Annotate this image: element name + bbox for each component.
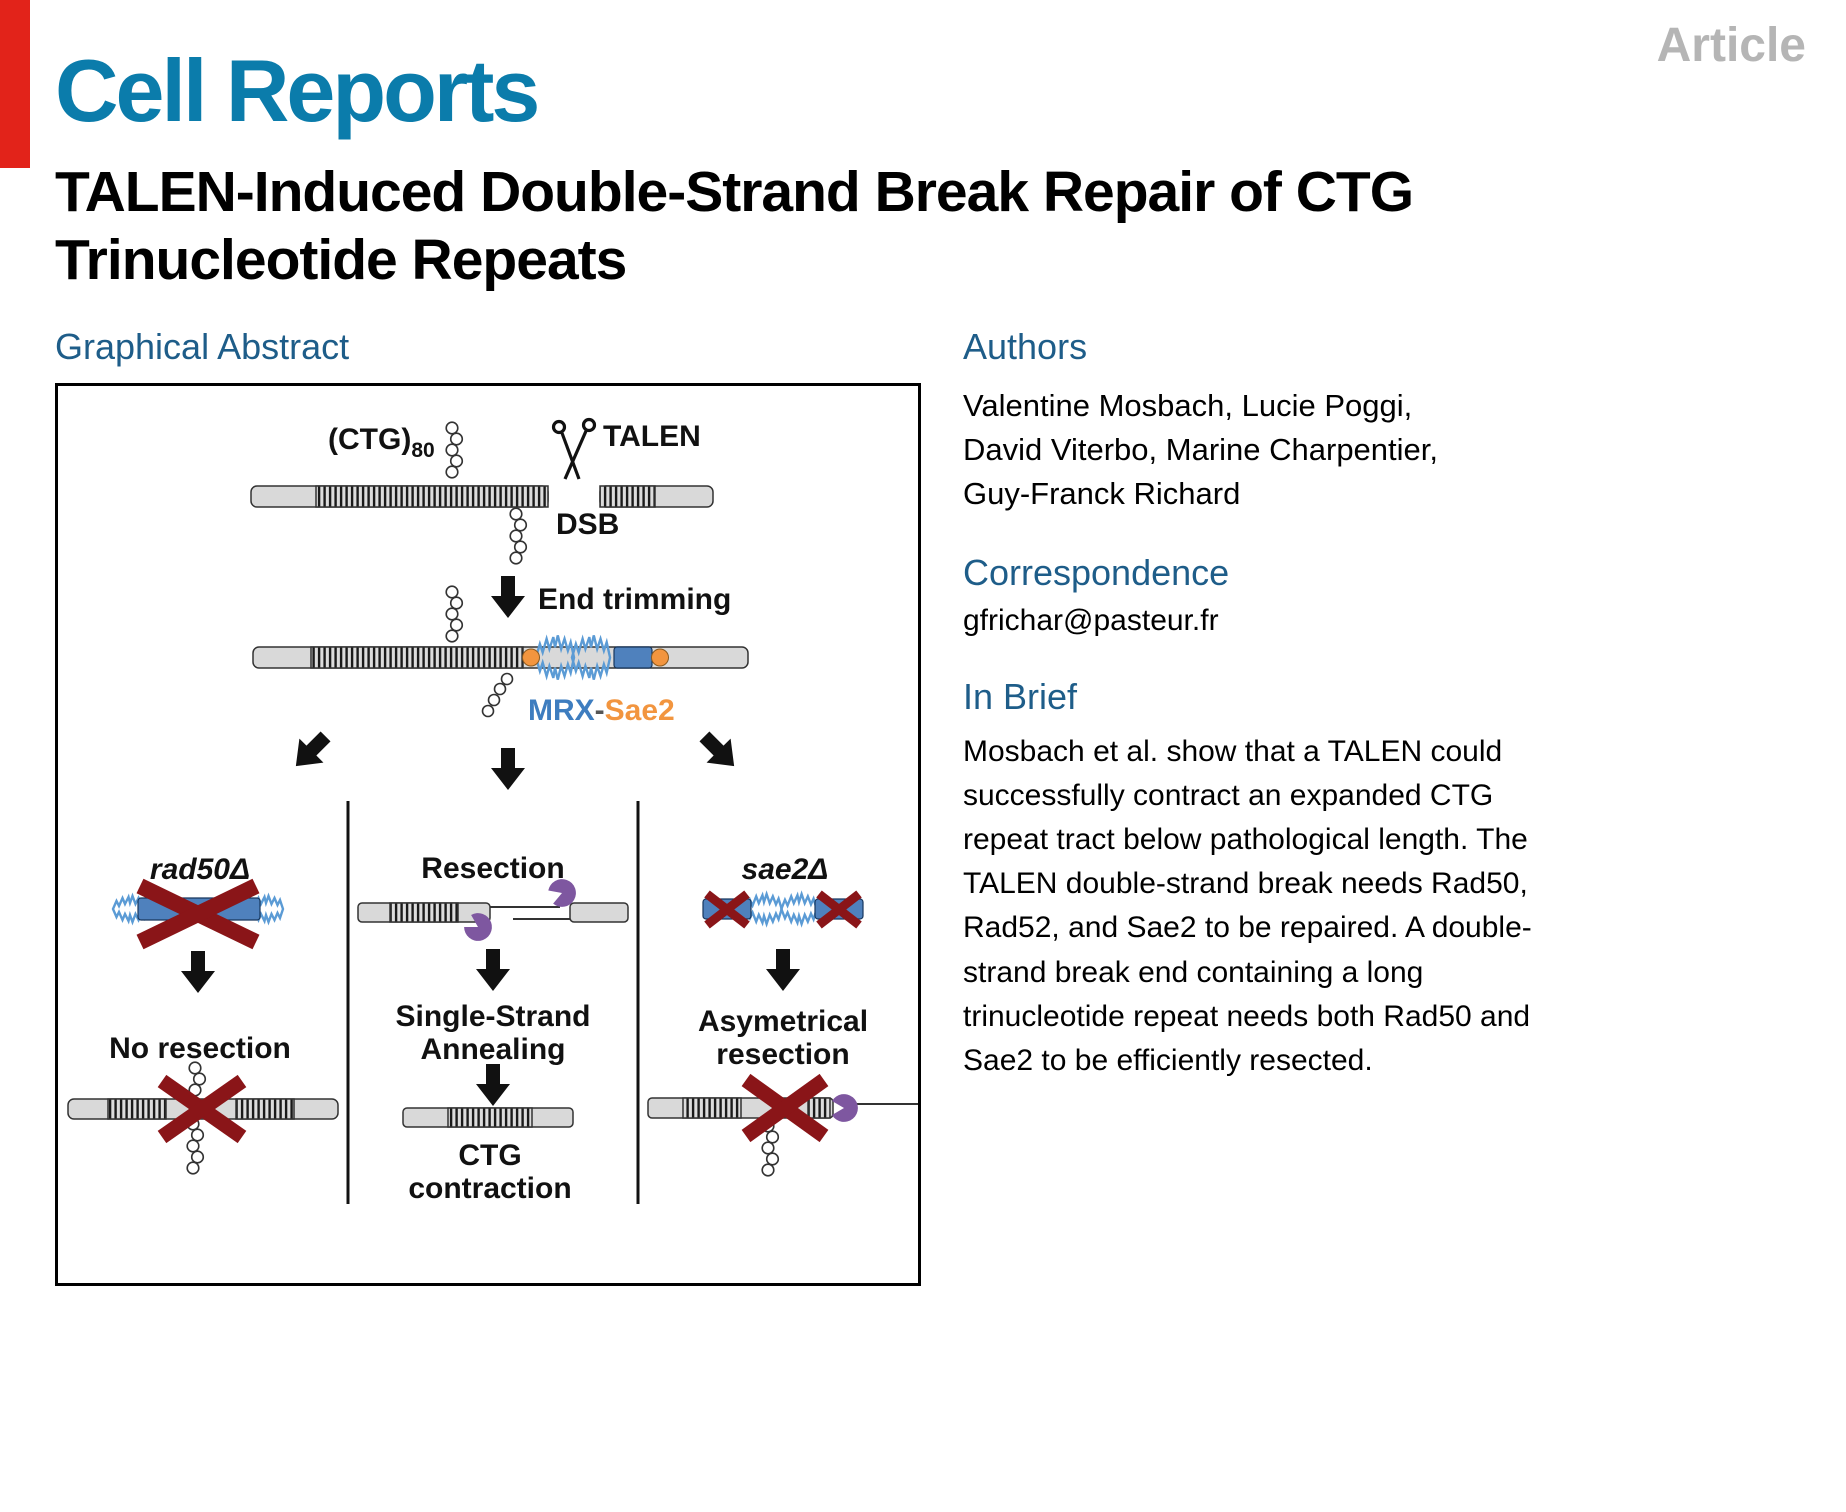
ctg-hairpin-break-end xyxy=(509,507,528,565)
scissors-icon xyxy=(551,417,597,480)
author-line-3: Guy-Franck Richard xyxy=(963,476,1241,512)
brand-corner-bar xyxy=(0,0,30,168)
no-resection-dna xyxy=(67,1061,339,1175)
branch-arrow-middle xyxy=(491,748,525,790)
graphical-abstract-box: (CTG)80 TALEN DSB End trimming MRX-Sae2 xyxy=(55,383,921,1286)
sae2-down-arrow xyxy=(766,949,800,991)
author-line-1: Valentine Mosbach, Lucie Poggi, xyxy=(963,388,1413,423)
graphical-abstract-figure: (CTG)80 TALEN DSB End trimming MRX-Sae2 xyxy=(67,417,918,1205)
page-title: TALEN-Induced Double-Strand Break Repair… xyxy=(55,158,1695,295)
article-type-label: Article xyxy=(1656,19,1806,72)
exonuclease-icon-asym xyxy=(832,1094,858,1122)
hairpin-diagonal xyxy=(481,672,514,718)
asymmetrical-resection-line1: Asymetrical xyxy=(698,1005,868,1038)
rad50-delta-label: rad50Δ xyxy=(150,853,250,886)
end-trimming-label: End trimming xyxy=(538,583,731,616)
page-title-line2: Trinucleotide Repeats xyxy=(55,228,627,293)
info-column: Authors Valentine Mosbach, Lucie Poggi, … xyxy=(963,326,1563,1083)
authors-list: Valentine Mosbach, Lucie Poggi, David Vi… xyxy=(963,384,1563,516)
ssa-down-arrow-2 xyxy=(476,1064,510,1106)
journal-logo: Cell Reports xyxy=(55,41,540,140)
asymmetrical-resection-dna xyxy=(647,1073,918,1177)
dsb-label: DSB xyxy=(556,508,619,541)
ctg-contraction-line1: CTG xyxy=(458,1139,521,1172)
no-resection-label: No resection xyxy=(109,1032,291,1065)
asymmetrical-resection-line2: resection xyxy=(716,1038,849,1071)
end-trimming-arrow xyxy=(491,576,525,618)
branch-arrow-right xyxy=(692,724,747,779)
authors-heading: Authors xyxy=(963,326,1088,367)
sae2-delta-label: sae2Δ xyxy=(742,853,829,886)
in-brief-text: Mosbach et al. show that a TALEN could s… xyxy=(963,735,1532,1077)
rad50-blocked-complex xyxy=(111,878,285,950)
ctg-contraction-line2: contraction xyxy=(408,1172,571,1205)
dna-bar-mrx xyxy=(252,635,749,679)
correspondence-email[interactable]: gfrichar@pasteur.fr xyxy=(963,604,1219,638)
graphical-abstract-heading: Graphical Abstract xyxy=(55,326,350,367)
rad50-down-arrow xyxy=(181,951,215,993)
author-line-2: David Viterbo, Marine Charpentier, xyxy=(963,432,1439,468)
resection-dna xyxy=(357,875,629,946)
resection-label: Resection xyxy=(421,852,564,885)
ssa-down-arrow-1 xyxy=(476,949,510,991)
in-brief-heading: In Brief xyxy=(963,676,1078,718)
correspondence-heading: Correspondence xyxy=(963,552,1230,594)
single-strand-annealing-line1: Single-Strand xyxy=(395,1000,590,1033)
ctg-hairpin-mid xyxy=(445,585,464,643)
ctg-hairpin-top xyxy=(445,421,464,479)
mrx-sae2-label: MRX-Sae2 xyxy=(528,694,675,727)
dna-bar-broken xyxy=(250,485,714,508)
ctg-repeat-label: (CTG)80 xyxy=(328,423,435,462)
branch-arrow-left xyxy=(283,724,338,779)
sae2-blocked-complex xyxy=(702,890,864,929)
single-strand-annealing-line2: Annealing xyxy=(420,1033,565,1066)
talen-label: TALEN xyxy=(603,420,701,453)
contracted-dna xyxy=(402,1107,574,1128)
page-title-line1: TALEN-Induced Double-Strand Break Repair… xyxy=(55,160,1414,224)
